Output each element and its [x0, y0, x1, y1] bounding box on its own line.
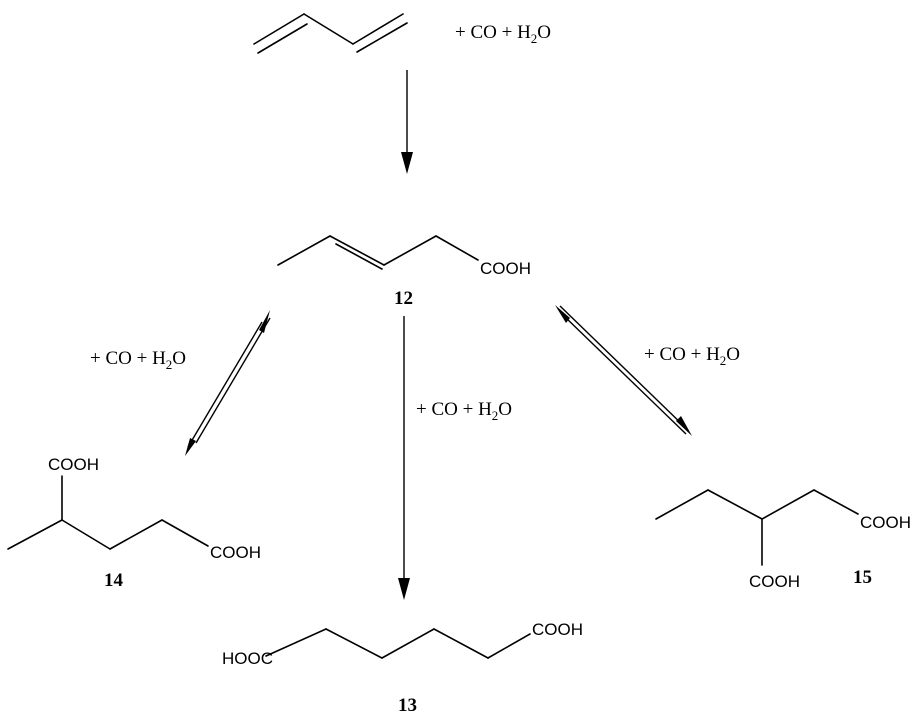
equilibrium-arrow-12-14: [185, 310, 271, 456]
cooh-label-15-bottom: COOH: [749, 572, 800, 591]
compound-13-structure: [265, 628, 531, 659]
cooh-label-14-top: COOH: [48, 455, 99, 474]
arrow-12-to-13: [398, 316, 410, 600]
cooh-label-12: COOH: [480, 259, 531, 278]
reagents-center: + CO + H2O: [416, 399, 512, 423]
compound-12-structure: [277, 235, 479, 270]
cooh-label-15-right: COOH: [860, 513, 911, 532]
compound-number-13: 13: [398, 695, 417, 716]
butadiene-structure: [253, 13, 408, 54]
compound-number-14: 14: [104, 570, 124, 591]
equilibrium-arrow-12-15: [555, 305, 692, 436]
reagents-left: + CO + H2O: [90, 348, 186, 372]
compound-15-structure: [655, 489, 859, 566]
compound-number-12: 12: [394, 288, 413, 309]
reagents-top: + CO + H2O: [455, 22, 551, 46]
compound-14-structure: [7, 475, 209, 550]
reagents-right: + CO + H2O: [644, 344, 740, 368]
arrow-butadiene-to-12: [401, 70, 413, 174]
compound-number-15: 15: [853, 567, 872, 588]
cooh-label-14-right: COOH: [210, 543, 261, 562]
cooh-label-13: COOH: [532, 620, 583, 639]
hooc-label-13: HOOC: [222, 649, 273, 668]
